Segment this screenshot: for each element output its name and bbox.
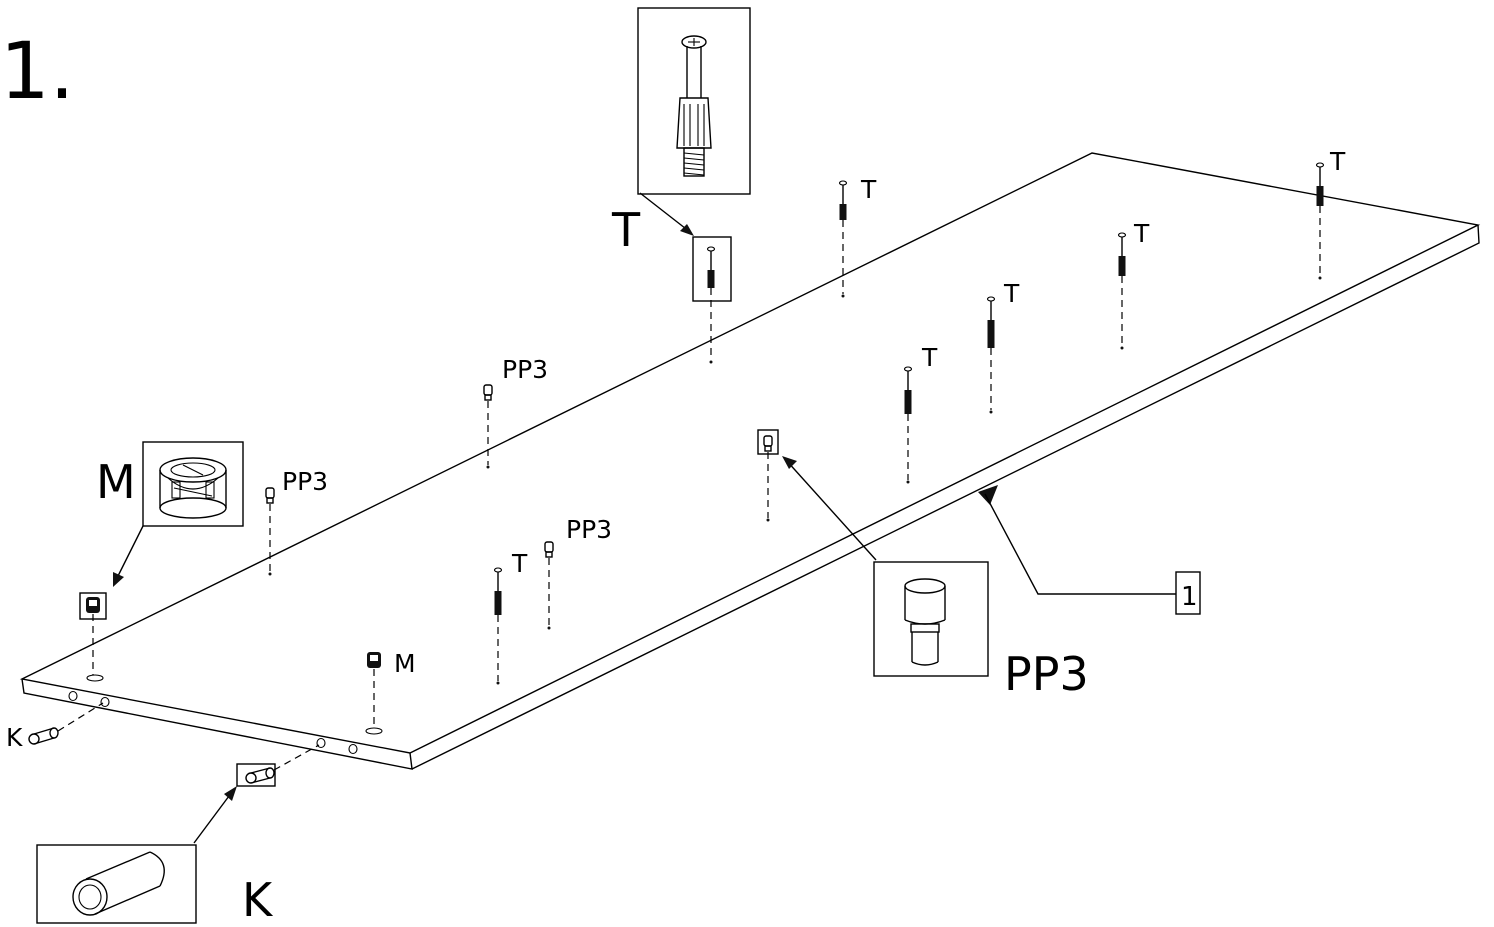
m-cam-2 bbox=[367, 652, 381, 728]
t-bolt-1 bbox=[706, 246, 716, 364]
m-cam-1 bbox=[86, 597, 100, 675]
step-number: 1. bbox=[0, 27, 74, 117]
pp3-label-2: PP3 bbox=[282, 467, 328, 496]
pp3-fittings: PP3 PP3 PP3 bbox=[265, 355, 779, 630]
m-highlight-box bbox=[79, 592, 107, 620]
t-bolt-6 bbox=[903, 366, 913, 484]
pp3-label-1: PP3 bbox=[502, 355, 548, 384]
dowel-pin-illustration bbox=[904, 578, 946, 666]
pp3-pin-1 bbox=[483, 384, 493, 469]
t-label-6: T bbox=[511, 549, 528, 578]
panel-callout-number: 1 bbox=[1181, 582, 1198, 612]
m-fittings: M bbox=[79, 592, 416, 728]
t-highlight-box bbox=[692, 236, 732, 302]
pp3-detail: PP3 bbox=[782, 456, 1089, 701]
t-label-1: T bbox=[860, 175, 877, 204]
t-label-3: T bbox=[1133, 219, 1150, 248]
pp3-highlight-box bbox=[757, 429, 779, 455]
t-bolt-5 bbox=[986, 296, 996, 414]
k-fittings: K bbox=[6, 702, 320, 787]
t-bolt-7 bbox=[493, 567, 503, 685]
t-label-4: T bbox=[1003, 279, 1020, 308]
pp3-pin-4 bbox=[763, 435, 773, 522]
t-bolt-4 bbox=[1117, 232, 1127, 350]
k-label-small: K bbox=[6, 723, 23, 752]
panel-callout: 1 bbox=[978, 485, 1201, 615]
k-dowel-2 bbox=[245, 744, 320, 784]
pp3-pin-2 bbox=[265, 487, 275, 576]
k-highlight-box bbox=[236, 763, 276, 787]
pp3-big-label: PP3 bbox=[1004, 647, 1089, 701]
m-label-small: M bbox=[394, 649, 416, 678]
t-label-5: T bbox=[921, 343, 938, 372]
k-big-label: K bbox=[242, 873, 274, 927]
cam-bolt-illustration bbox=[676, 35, 712, 177]
pp3-pin-3 bbox=[544, 541, 554, 630]
t-fittings: T T T T bbox=[493, 147, 1346, 685]
t-bolt-3 bbox=[1315, 162, 1325, 280]
t-detail: T bbox=[611, 7, 751, 257]
m-big-label: M bbox=[96, 455, 136, 509]
dowel-illustration bbox=[72, 851, 165, 916]
panel-board bbox=[19, 152, 1481, 770]
t-label-2: T bbox=[1329, 147, 1346, 176]
k-dowel-1 bbox=[28, 702, 104, 745]
k-detail: K bbox=[36, 786, 274, 927]
m-detail: M bbox=[96, 441, 244, 587]
t-bolt-2 bbox=[838, 180, 848, 298]
pp3-label-3: PP3 bbox=[566, 515, 612, 544]
t-big-label: T bbox=[611, 203, 641, 257]
cam-lock-illustration bbox=[159, 457, 227, 519]
